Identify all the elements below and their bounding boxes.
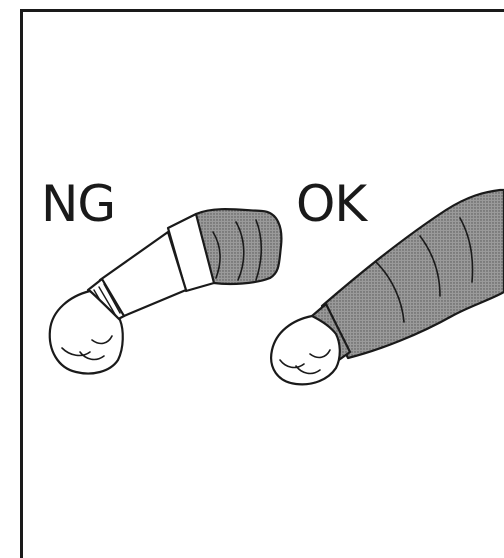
arm-with-full-sleeve-icon <box>271 190 504 384</box>
full-sleeve <box>322 190 504 358</box>
arm-with-rolled-sleeve-icon <box>50 209 282 373</box>
